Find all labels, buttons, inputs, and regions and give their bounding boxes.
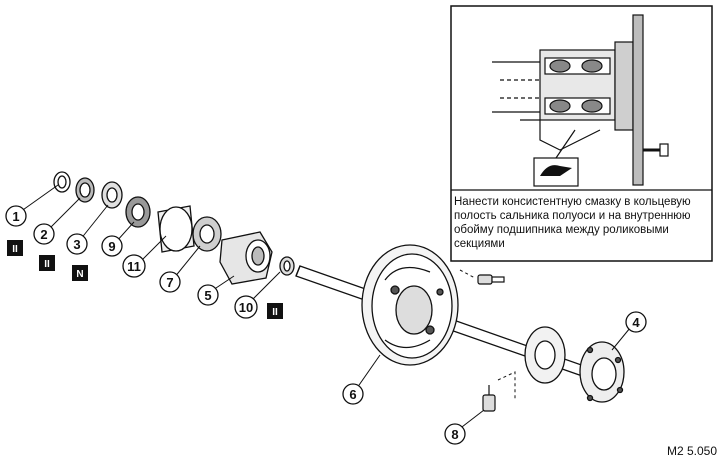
callout-4: 4 xyxy=(625,311,647,333)
callout-3: 3 xyxy=(66,233,88,255)
svg-text:6: 6 xyxy=(349,387,356,402)
brake-backing-plate xyxy=(361,244,459,366)
bearing-housing xyxy=(219,231,273,285)
badge-4: II xyxy=(267,303,283,319)
callout-1: 1 xyxy=(5,205,27,227)
inset-note: Нанести консистентную смазку в кольцевую… xyxy=(454,196,691,250)
badge-1: II xyxy=(7,240,23,256)
bearing-race xyxy=(192,216,222,252)
spacer-sleeve xyxy=(157,205,195,253)
svg-text:N: N xyxy=(76,269,83,280)
svg-text:1: 1 xyxy=(12,209,19,224)
callout-2: 2 xyxy=(33,223,55,245)
svg-text:10: 10 xyxy=(239,300,253,315)
wheel-bolt-bottom xyxy=(482,385,496,412)
svg-text:2: 2 xyxy=(40,227,47,242)
callout-6: 6 xyxy=(342,383,364,405)
axle-flange-assembly xyxy=(524,326,625,403)
svg-text:7: 7 xyxy=(166,275,173,290)
lock-ring xyxy=(53,171,71,193)
bearing-cross-section xyxy=(492,14,669,186)
roller-bearing xyxy=(125,196,151,228)
thrust-ring xyxy=(75,177,95,203)
assembly-guide-lines xyxy=(459,269,516,400)
callout-10: 10 xyxy=(234,295,258,319)
badge-2: II xyxy=(39,255,55,271)
grease-icon xyxy=(533,129,579,187)
svg-text:8: 8 xyxy=(451,427,458,442)
wheel-bolt-top xyxy=(477,274,505,285)
svg-text:II: II xyxy=(44,259,50,270)
inset-detail xyxy=(450,5,713,262)
figure-code: M2 5.050 xyxy=(666,444,717,458)
svg-text:4: 4 xyxy=(632,315,640,330)
svg-text:II: II xyxy=(12,244,18,255)
seal-ring xyxy=(101,181,123,209)
svg-text:11: 11 xyxy=(127,259,141,274)
callout-5: 5 xyxy=(197,284,219,306)
callout-9: 9 xyxy=(101,235,123,257)
callout-11: 11 xyxy=(122,254,146,278)
callout-7: 7 xyxy=(159,271,181,293)
callout-8: 8 xyxy=(444,423,466,445)
svg-text:5: 5 xyxy=(204,288,211,303)
badge-3: N xyxy=(72,265,88,281)
small-oil-seal xyxy=(279,256,295,276)
svg-text:II: II xyxy=(272,307,278,318)
svg-text:9: 9 xyxy=(108,239,115,254)
svg-text:3: 3 xyxy=(73,237,80,252)
